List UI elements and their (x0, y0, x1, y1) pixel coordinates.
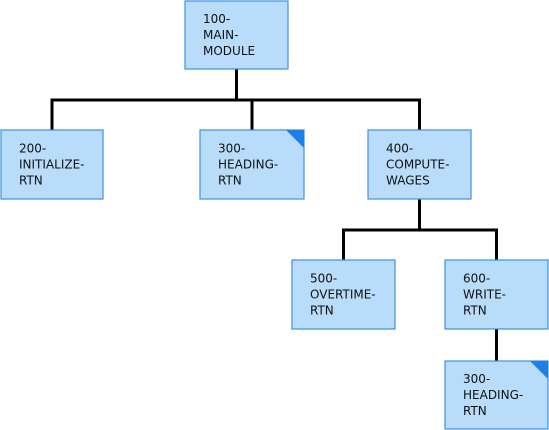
connector-n400-n500 (342, 199, 421, 260)
module-label-line: RTN (463, 304, 487, 318)
module-label-line: MAIN- (203, 28, 238, 42)
module-label-line: HEADING- (463, 388, 523, 402)
connector-n100-n400 (235, 69, 421, 130)
module-label-line: RTN (310, 304, 334, 318)
module-box-background (444, 259, 549, 330)
module-label-line: WRITE- (463, 288, 506, 302)
module-box-background (184, 0, 289, 70)
module-box-n300b[interactable]: 300- HEADING- RTN (444, 360, 549, 430)
module-box-n100[interactable]: 100- MAIN- MODULE (184, 0, 289, 70)
module-box-n400[interactable]: 400- COMPUTE- WAGES (367, 129, 472, 200)
module-label-line: 300- (463, 372, 490, 386)
module-label-line: WAGES (386, 174, 430, 188)
module-label-line: RTN (19, 174, 43, 188)
module-box-n500[interactable]: 500- OVERTIME- RTN (291, 259, 396, 330)
module-box-background (199, 129, 305, 200)
module-label-line: 500- (310, 272, 337, 286)
module-box-background (367, 129, 472, 200)
repeated-module-corner-icon (530, 361, 548, 379)
connectors (50, 69, 498, 361)
module-label-line: HEADING- (218, 158, 278, 172)
module-label-line: COMPUTE- (386, 158, 449, 172)
module-label-line: 200- (19, 142, 46, 156)
module-label-line: 300- (218, 142, 245, 156)
module-label-line: INITIALIZE- (19, 158, 85, 172)
module-box-n200[interactable]: 200- INITIALIZE- RTN (0, 129, 104, 200)
module-box-n300a[interactable]: 300- HEADING- RTN (199, 129, 305, 200)
repeated-module-corner-icon (286, 130, 304, 148)
module-label-line: MODULE (203, 44, 255, 58)
module-box-background (0, 129, 104, 200)
module-box-n600[interactable]: 600- WRITE- RTN (444, 259, 549, 330)
connector-n100-n200 (50, 69, 238, 130)
module-label-line: OVERTIME- (310, 288, 376, 302)
connector-n400-n600 (418, 199, 498, 260)
module-label-line: RTN (463, 404, 487, 418)
module-box-background (291, 259, 396, 330)
module-label-line: 400- (386, 142, 413, 156)
module-label-line: RTN (218, 174, 242, 188)
module-label-line: 600- (463, 272, 490, 286)
module-label-line: 100- (203, 12, 230, 26)
module-box-background (444, 360, 549, 430)
